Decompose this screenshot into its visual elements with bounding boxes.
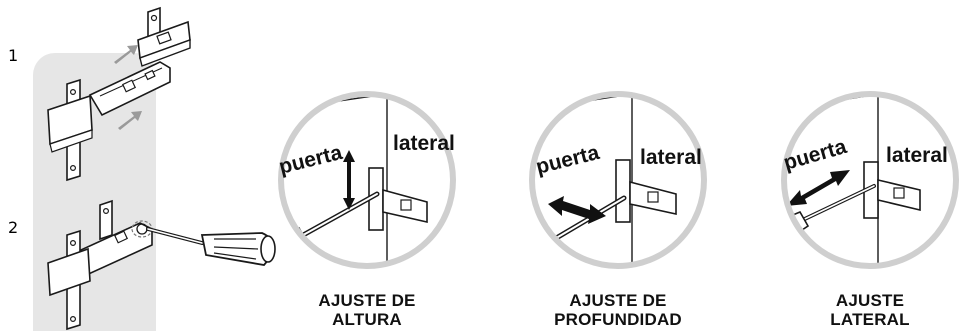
- caption-lateral-adjust: AJUSTE LATERAL: [800, 291, 940, 329]
- caption-line-2: PROFUNDIDAD: [554, 310, 682, 329]
- caption-line-2: ALTURA: [332, 310, 402, 329]
- caption-line-1: AJUSTE: [835, 291, 905, 310]
- caption-height-adjust: AJUSTE DE ALTURA: [297, 291, 437, 329]
- caption-line-1: AJUSTE DE: [318, 291, 416, 310]
- caption-line-2: LATERAL: [830, 310, 910, 329]
- caption-depth-adjust: AJUSTE DE PROFUNDIDAD: [548, 291, 688, 329]
- step-number-1: 1: [8, 46, 19, 65]
- detail-circle-lateral-adjust: puerta lateral: [781, 91, 959, 269]
- step-2-hinge-screwdriver-illustration: [47, 199, 276, 331]
- side-label: lateral: [640, 146, 702, 169]
- detail-circle-height-adjust: puerta lateral: [277, 91, 456, 269]
- step-1-hinge-illustration: [47, 6, 191, 182]
- caption-line-1: AJUSTE DE: [569, 291, 667, 310]
- detail-circle-depth-adjust: puerta lateral: [529, 91, 707, 269]
- side-label: lateral: [393, 132, 455, 155]
- side-label: lateral: [886, 144, 948, 167]
- step-number-2: 2: [8, 218, 19, 237]
